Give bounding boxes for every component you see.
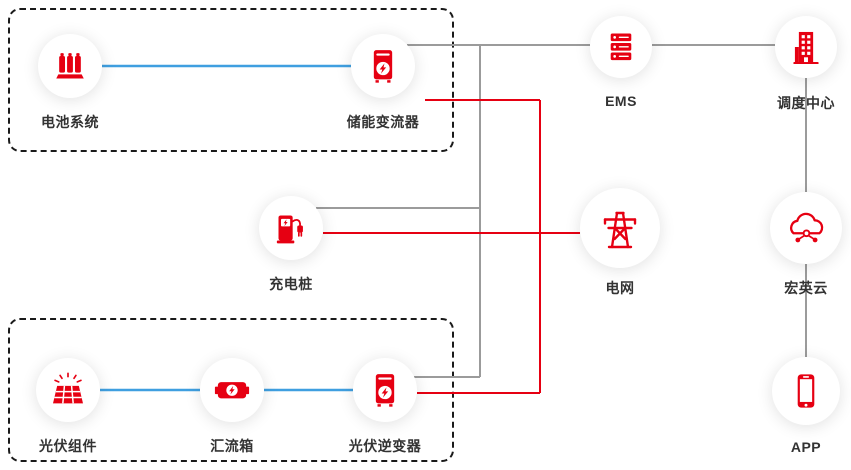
node-label: EMS [605, 93, 637, 109]
node-circle [590, 16, 652, 78]
node-label: 储能变流器 [346, 114, 420, 130]
node-label: 调度中心 [777, 95, 835, 111]
node-label: 光伏组件 [39, 438, 97, 454]
node-label: 汇流箱 [210, 438, 254, 454]
transmission-tower-icon [603, 211, 637, 249]
storage-group-box [8, 8, 454, 152]
node-circle [580, 188, 660, 268]
node-circle [38, 34, 102, 98]
node-label: 光伏逆变器 [348, 438, 422, 454]
node-circle [200, 358, 264, 422]
node-circle [259, 196, 323, 260]
node-label: APP [790, 439, 822, 455]
pv-group-box [8, 318, 454, 462]
node-label: 充电桩 [269, 276, 313, 292]
smartphone-icon [797, 374, 815, 408]
combiner-box-icon [214, 382, 250, 399]
node-circle [772, 357, 840, 425]
node-circle [36, 358, 100, 422]
storage-converter-icon [373, 50, 393, 83]
node-label: 电网 [605, 280, 635, 296]
server-icon [610, 33, 632, 61]
node-label: 电池系统 [41, 114, 99, 130]
solar-panel-icon [53, 372, 83, 404]
node-circle [770, 192, 842, 264]
battery-cabinet-icon [56, 53, 84, 79]
node-circle [353, 358, 417, 422]
node-circle [351, 34, 415, 98]
node-label: 宏英云 [784, 280, 828, 296]
cloud-network-icon [790, 212, 824, 243]
pv-inverter-icon [375, 374, 395, 407]
node-circle [775, 16, 837, 78]
ev-charger-icon [276, 215, 303, 244]
building-icon [793, 31, 819, 65]
